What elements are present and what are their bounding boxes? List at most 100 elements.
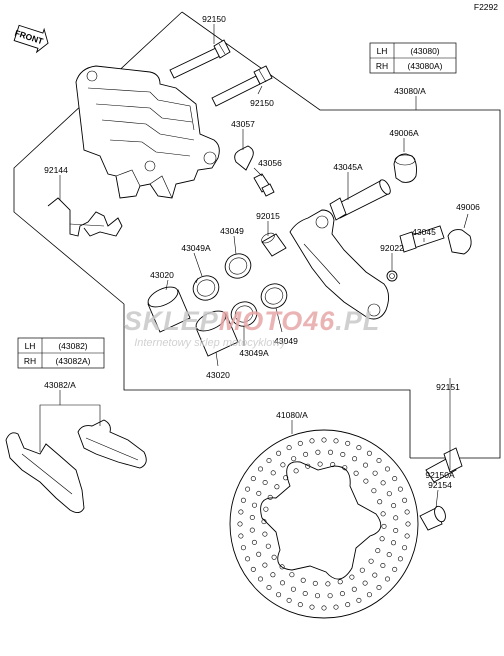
label-43049-top: 43049 <box>220 226 244 236</box>
leader-lines <box>39 24 469 509</box>
label-41080: 41080/A <box>276 410 308 420</box>
disc-vent-hole <box>262 531 268 537</box>
disc-vent-hole <box>297 440 303 446</box>
brake-pad-left <box>5 432 85 513</box>
label-92150-top: 92150 <box>202 14 226 24</box>
piston-seal-top <box>224 253 252 279</box>
disc-vent-hole <box>283 475 289 481</box>
disc-vent-hole <box>386 491 392 497</box>
label-92144: 92144 <box>44 165 68 175</box>
disc-vent-hole <box>372 572 378 578</box>
piston-right <box>195 310 239 357</box>
disc-vent-hole <box>257 466 263 472</box>
disc-vent-hole <box>270 572 276 578</box>
disc-vent-hole <box>321 605 327 611</box>
label-43045a: 43045A <box>333 162 363 172</box>
dust-seal-left <box>192 275 220 301</box>
disc-vent-hole <box>321 437 327 443</box>
disc-vent-hole <box>368 558 374 564</box>
disc-vent-hole <box>286 445 292 451</box>
disc-vent-hole <box>249 527 255 533</box>
table-caliper-side-lh: LH <box>377 46 388 56</box>
brake-disc <box>229 429 419 619</box>
disc-vent-hole <box>309 604 315 610</box>
piston-seal-right <box>260 283 288 309</box>
label-43049a-right: 43049A <box>239 348 269 358</box>
disc-vent-hole <box>276 592 282 598</box>
disc-vent-hole <box>404 509 410 515</box>
label-92151: 92151 <box>436 382 460 392</box>
disc-vent-hole <box>276 450 282 456</box>
table-pads-part-lh: (43082) <box>58 341 87 351</box>
part-labels: 43080/A 92150 92150 43057 43056 92144 49… <box>44 14 480 490</box>
figure-code: F2292 <box>474 2 498 12</box>
disc-vent-hole <box>390 540 396 546</box>
o-ring-small <box>386 270 398 282</box>
disc-vent-hole <box>279 564 285 570</box>
bracket-bolt <box>425 447 463 483</box>
disc-vent-hole <box>337 579 343 585</box>
disc-vent-hole <box>286 597 292 603</box>
disc-vent-hole <box>309 438 315 444</box>
slide-collar-upper <box>329 179 391 221</box>
brake-pad-right <box>77 419 147 469</box>
disc-vent-hole <box>279 580 285 586</box>
disc-vent-hole <box>262 562 268 568</box>
disc-vent-hole <box>315 449 321 455</box>
disc-vent-hole <box>392 566 398 572</box>
disc-vent-hole <box>305 463 311 469</box>
disc-vent-hole <box>330 462 336 468</box>
disc-vent-hole <box>302 590 308 596</box>
disc-vent-hole <box>380 480 386 486</box>
watermark: SKLEPMOTO46.PL Internetowy sklep motocyk… <box>124 306 380 349</box>
table-pads-side-rh: RH <box>24 356 36 366</box>
caliper-assembly-table: LH (43080) RH (43080A) <box>369 42 457 74</box>
disc-vent-hole <box>376 584 382 590</box>
disc-vent-hole <box>325 581 331 587</box>
disc-vent-hole <box>312 580 318 586</box>
disc-vent-hole <box>266 457 272 463</box>
caliper-bracket <box>289 209 389 320</box>
disc-vent-hole <box>327 593 333 599</box>
dust-seal-right <box>230 301 258 327</box>
disc-vent-hole <box>240 545 246 551</box>
disc-vent-hole <box>366 450 372 456</box>
label-92150-mid: 92150 <box>250 98 274 108</box>
disc-vent-hole <box>238 533 244 539</box>
slide-pin-upper <box>169 39 231 79</box>
disc-vent-hole <box>249 514 255 520</box>
disc-vent-hole <box>300 577 306 583</box>
watermark-brand-3: .PL <box>335 306 380 336</box>
disc-vent-hole <box>271 554 277 560</box>
label-92015: 92015 <box>256 211 280 221</box>
disc-vent-hole <box>303 451 309 457</box>
disc-vent-hole <box>256 490 262 496</box>
disc-vent-hole <box>372 470 378 476</box>
disc-vent-hole <box>393 515 399 521</box>
table-pads-side-lh: LH <box>25 341 36 351</box>
label-43057: 43057 <box>231 119 255 129</box>
disc-vent-hole <box>240 497 246 503</box>
disc-vent-hole <box>379 536 385 542</box>
disc-vent-hole <box>340 451 346 457</box>
table-caliper-side-rh: RH <box>376 61 388 71</box>
disc-vent-hole <box>291 456 297 462</box>
disc-vent-hole <box>266 584 272 590</box>
disc-vent-hole <box>314 593 320 599</box>
slide-pin-lower <box>211 65 273 107</box>
disc-vent-hole <box>351 586 357 592</box>
assembly-outline <box>181 11 501 459</box>
disc-vent-hole <box>356 597 362 603</box>
disc-vent-hole <box>245 486 251 492</box>
disc-vent-hole <box>371 488 377 494</box>
label-49006: 49006 <box>456 202 480 212</box>
caliper-body <box>75 65 220 199</box>
disc-vent-hole <box>362 580 368 586</box>
disc-vent-hole <box>289 572 295 578</box>
label-43080: 43080/A <box>394 86 426 96</box>
disc-vent-hole <box>342 465 348 471</box>
disc-vent-hole <box>376 457 382 463</box>
label-43049-right: 43049 <box>274 336 298 346</box>
disc-vent-hole <box>263 506 269 512</box>
